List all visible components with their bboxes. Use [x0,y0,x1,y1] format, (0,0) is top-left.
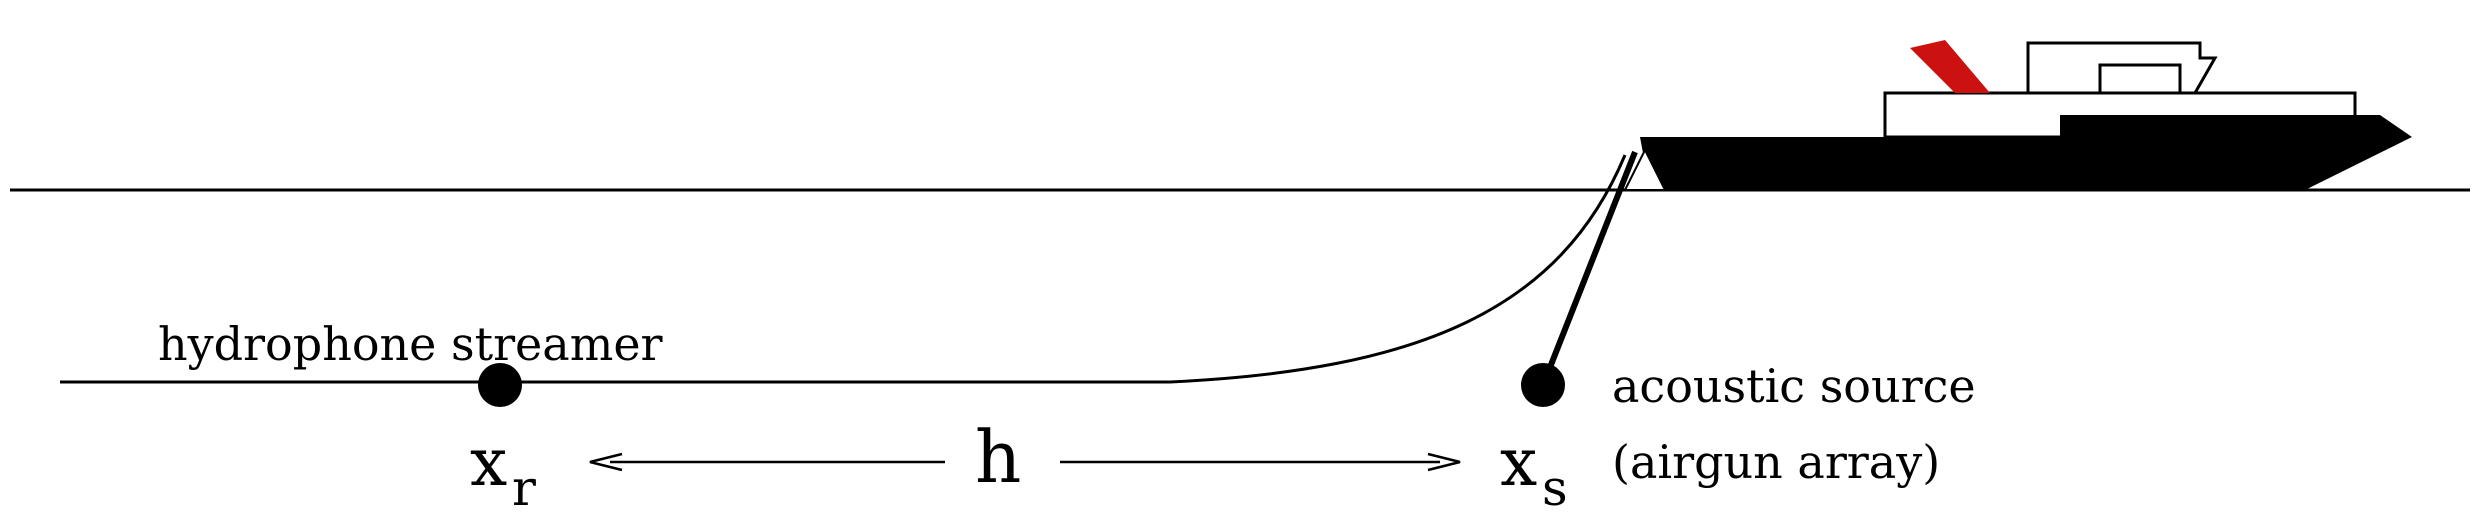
offset-arrow-right-head [1427,452,1461,472]
source-tow-line [1542,150,1638,382]
ship-bow-deck [2060,115,2412,137]
source-symbol-base: x [1500,424,1537,501]
streamer-cable [60,154,1627,384]
ship-stern-marker [1623,147,1667,191]
ship-deck-block [2098,63,2182,95]
offset-symbol: h [975,415,1021,499]
ship-hull [1640,137,2412,190]
offset-arrow-left-head [589,452,623,472]
receiver-dot [478,363,522,407]
receiver-symbol-base: x [470,424,507,501]
streamer-label: hydrophone streamer [158,317,663,371]
ship [1623,40,2412,191]
source-label-line2: (airgun array) [1612,435,1940,489]
source-dot [1521,363,1565,407]
source-symbol-subscript: s [1542,459,1568,517]
receiver-symbol-subscript: r [512,459,536,517]
ship-funnel [1910,40,1990,93]
source-label-line1: acoustic source [1612,359,1976,413]
